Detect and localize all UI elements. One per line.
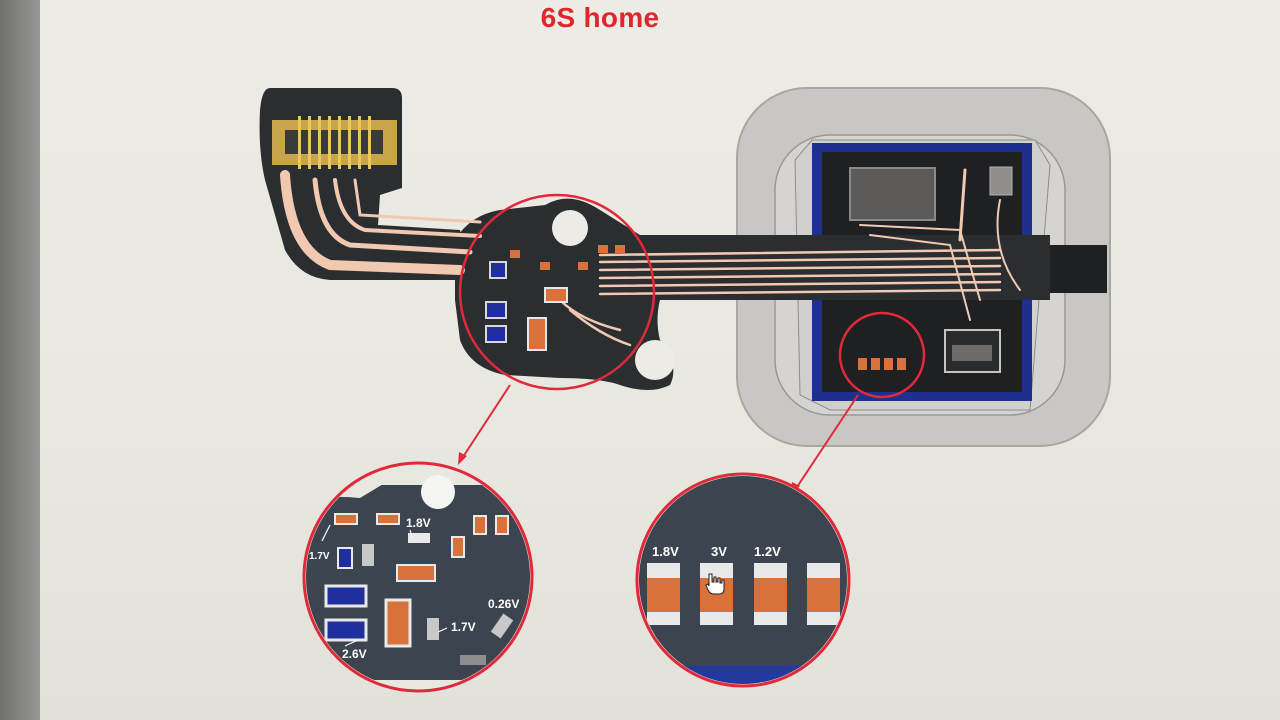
- label-1-7v-right: 1.7V: [451, 620, 476, 634]
- highlight-circle-left: [458, 193, 656, 391]
- flex-cable: [259, 88, 1050, 390]
- resistor-4: [807, 563, 840, 625]
- hand-cursor-icon: [705, 573, 725, 595]
- label-0-26v: 0.26V: [488, 597, 519, 611]
- label-2-6v: 2.6V: [342, 647, 367, 661]
- label-1-8v-right: 1.8V: [652, 544, 679, 559]
- resistor-1: [647, 563, 680, 625]
- home-button-housing: [736, 87, 1111, 447]
- diagram-title: 6S home: [540, 2, 660, 33]
- highlight-circle-right: [838, 311, 926, 399]
- zoom-arrow-left: [458, 384, 511, 465]
- label-3v: 3V: [711, 544, 727, 559]
- resistor-3: [754, 563, 787, 625]
- zoom-detail-right: 1.8V 3V 1.2V: [635, 472, 851, 688]
- label-1-7v-left: 1.7V: [309, 551, 330, 562]
- zoom-detail-left: 1.8V 1.7V 1.7V 0.26V 2.6V: [302, 461, 534, 693]
- label-1-8v-left: 1.8V: [406, 516, 431, 530]
- label-1-2v: 1.2V: [754, 544, 781, 559]
